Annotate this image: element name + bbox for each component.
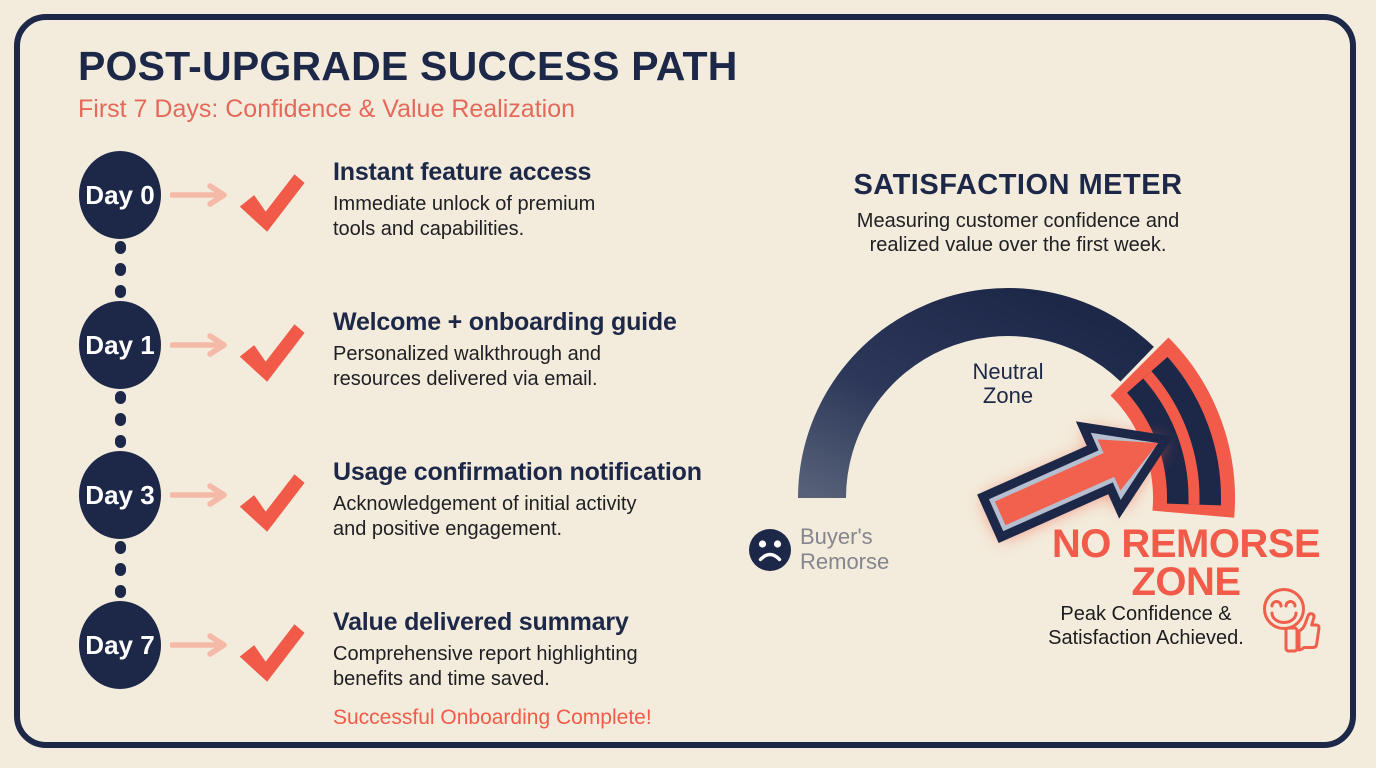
timeline-connector: [114, 391, 126, 448]
checkmark-icon: [239, 324, 305, 382]
item-title: Value delivered summary: [333, 608, 629, 636]
day-label: Day 1: [85, 329, 155, 360]
meter-subtitle: Measuring customer confidence and realiz…: [856, 210, 1180, 256]
page-title: POST-UPGRADE SUCCESS PATH: [78, 43, 738, 89]
timeline-row-day1: Day 1 Welcome + onboarding guide Persona…: [79, 300, 779, 450]
arrow-right-icon: [170, 183, 227, 207]
onboarding-complete-note: Successful Onboarding Complete!: [333, 706, 652, 729]
day-label: Day 3: [85, 479, 155, 510]
satisfaction-gauge: [798, 288, 1235, 544]
arrow-right-icon: [170, 633, 227, 657]
day-badge: Day 3: [79, 451, 161, 539]
item-description: Comprehensive report highlighting benefi…: [333, 643, 638, 690]
day-label: Day 0: [85, 179, 155, 210]
timeline-item-text: Instant feature access Immediate unlock …: [333, 157, 753, 242]
day-badge: Day 1: [79, 301, 161, 389]
neutral-zone-label: Neutral Zone: [972, 359, 1044, 408]
no-remorse-segment: [1109, 337, 1235, 518]
happy-thumbs-up-icon: [1263, 588, 1321, 653]
day-badge: Day 7: [79, 601, 161, 689]
page-subtitle: First 7 Days: Confidence & Value Realiza…: [78, 95, 575, 123]
arrow-right-icon: [170, 333, 227, 357]
timeline-item-text: Usage confirmation notification Acknowle…: [333, 457, 753, 542]
timeline-row-day0: Day 0 Instant feature access Immediate u…: [79, 150, 779, 300]
item-description: Acknowledgement of initial activity and …: [333, 493, 637, 540]
gauge-pointer-arrow: [977, 421, 1174, 544]
no-remorse-caption: Peak Confidence & Satisfaction Achieved.: [1048, 603, 1244, 649]
timeline-row-day7: Day 7 Value delivered summary Comprehens…: [79, 600, 779, 750]
timeline-row-day3: Day 3 Usage confirmation notification Ac…: [79, 450, 779, 600]
timeline-item-text: Welcome + onboarding guide Personalized …: [333, 307, 753, 392]
item-title: Instant feature access: [333, 158, 592, 186]
buyers-remorse-label: Buyer's Remorse: [800, 524, 890, 574]
checkmark-icon: [239, 174, 305, 232]
timeline-connector: [114, 541, 126, 598]
border-frame: [14, 14, 1356, 748]
arrow-right-icon: [170, 483, 227, 507]
item-title: Welcome + onboarding guide: [333, 308, 677, 336]
day-badge: Day 0: [79, 151, 161, 239]
day-label: Day 7: [85, 629, 155, 660]
checkmark-icon: [239, 624, 305, 682]
gauge-arc: [798, 288, 1154, 499]
meter-title: SATISFACTION METER: [853, 169, 1183, 201]
no-remorse-zone-label: NO REMORSE ZONE: [1051, 522, 1321, 604]
timeline-connector: [114, 241, 126, 298]
item-title: Usage confirmation notification: [333, 458, 702, 486]
item-description: Personalized walkthrough and resources d…: [333, 343, 601, 390]
checkmark-icon: [239, 474, 305, 532]
sad-face-icon: [749, 529, 791, 571]
timeline-item-text: Value delivered summary Comprehensive re…: [333, 607, 753, 730]
item-description: Immediate unlock of premium tools and ca…: [333, 193, 596, 240]
